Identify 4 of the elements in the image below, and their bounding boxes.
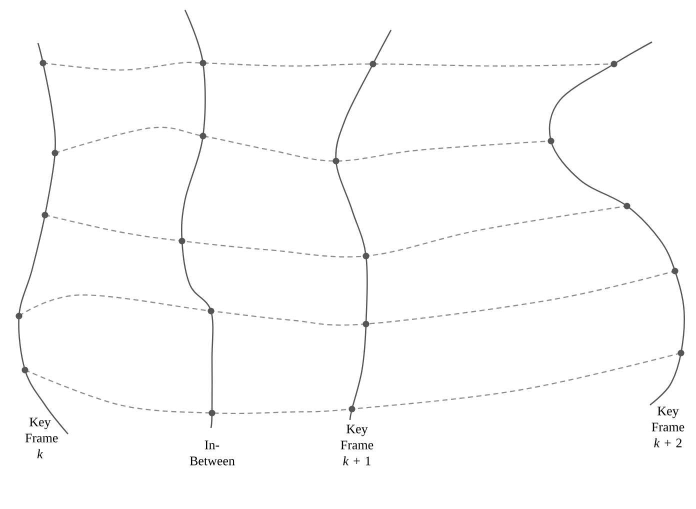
frame-label: In-Between (190, 440, 235, 466)
frame-label: Key Frame k (25, 418, 58, 458)
frame-label: Key Frame k + 2 (652, 406, 684, 448)
frame-label: Key Frame k + 1 (340, 424, 374, 466)
